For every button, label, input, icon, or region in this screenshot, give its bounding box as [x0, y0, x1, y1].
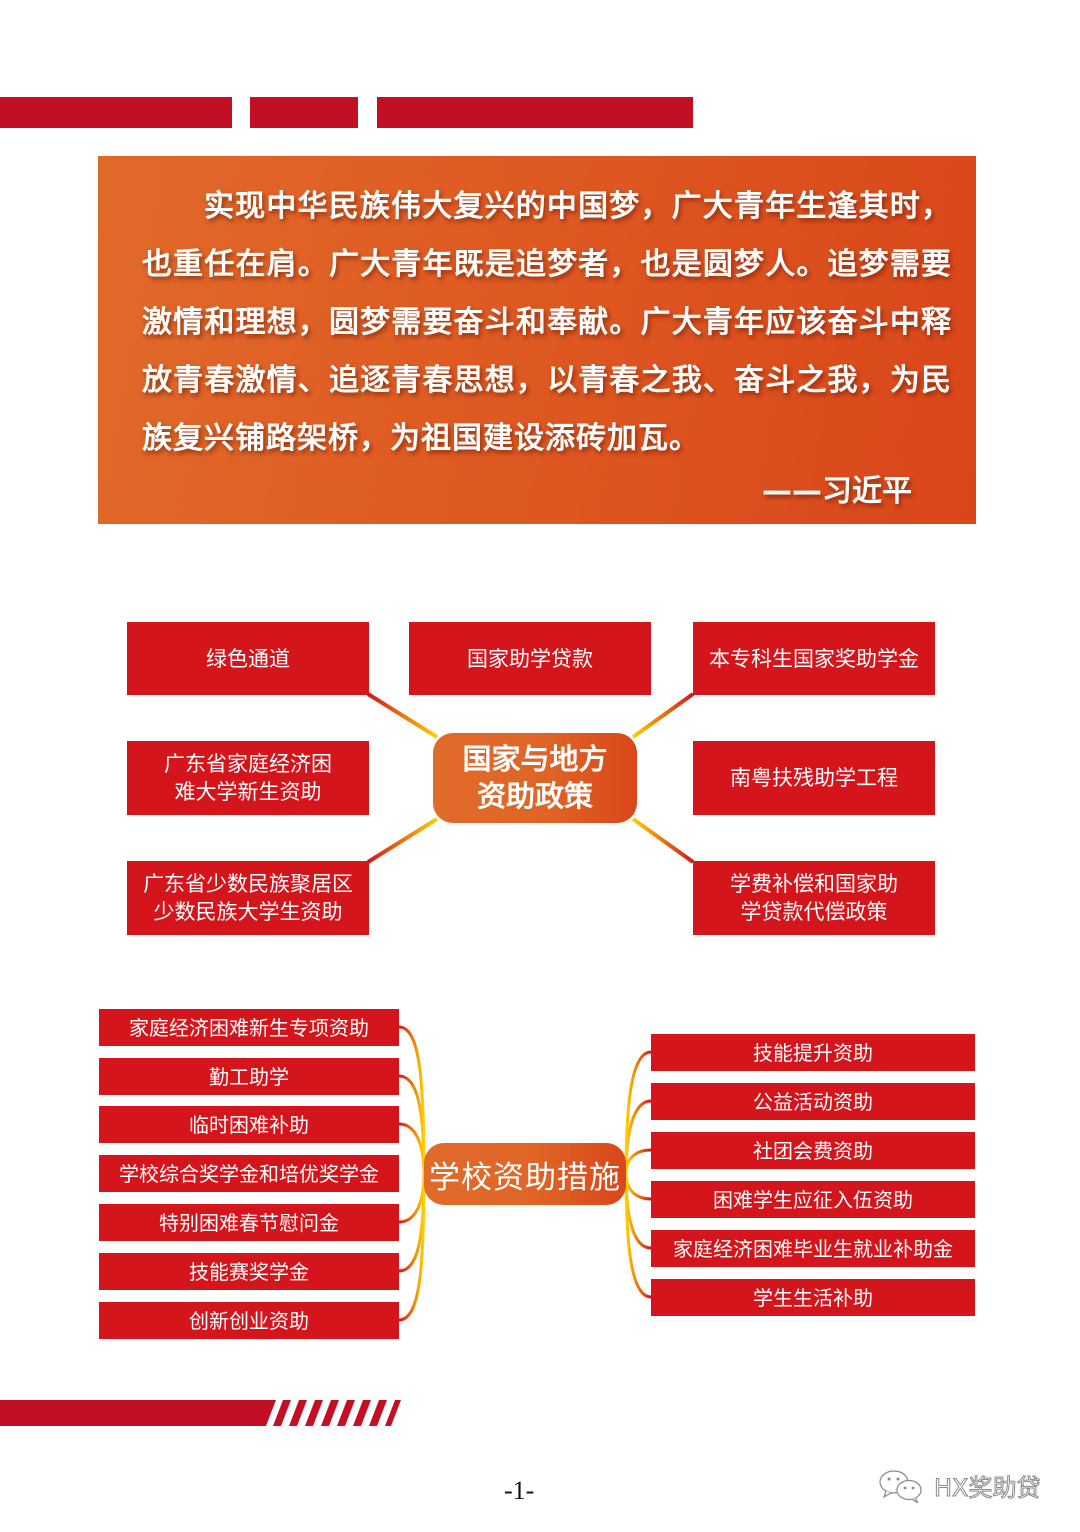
school-node-left: 家庭经济困难新生专项资助 — [99, 1009, 399, 1046]
watermark-text: HX奖助贷 — [934, 1474, 1041, 1503]
bottom-stripe-bar — [0, 1400, 401, 1426]
school-node-left: 创新创业资助 — [99, 1302, 399, 1339]
node-label: 困难学生应征入伍资助 — [713, 1187, 913, 1212]
node-label: 勤工助学 — [209, 1064, 289, 1089]
policy-node-nanyue-disability-aid: 南粤扶残助学工程 — [693, 741, 935, 815]
node-label: 本专科生国家奖助学金 — [709, 646, 919, 671]
node-label: 社团会费资助 — [753, 1138, 873, 1163]
node-label: 特别困难春节慰问金 — [159, 1210, 339, 1235]
node-label-line1: 学费补偿和国家助 — [730, 872, 898, 896]
quote-box: 实现中华民族伟大复兴的中国梦，广大青年生逢其时，也重任在肩。广大青年既是追梦者，… — [98, 156, 976, 524]
wechat-icon — [879, 1469, 922, 1503]
node-label: 南粤扶残助学工程 — [730, 766, 898, 790]
node-label: 学生生活补助 — [753, 1285, 873, 1310]
node-label: 创新创业资助 — [189, 1308, 309, 1333]
node-label: 技能赛奖学金 — [189, 1259, 309, 1284]
school-node-right: 社团会费资助 — [651, 1132, 975, 1169]
node-label-line2: 少数民族大学生资助 — [153, 900, 343, 924]
node-label: 公益活动资助 — [753, 1089, 873, 1114]
school-node-right: 技能提升资助 — [651, 1034, 975, 1071]
node-label: 绿色通道 — [206, 646, 290, 671]
policy-node-ethnic-minority-aid: 广东省少数民族聚居区 少数民族大学生资助 — [127, 861, 369, 935]
node-label-line1: 广东省少数民族聚居区 — [143, 872, 353, 896]
node-label: 国家助学贷款 — [467, 646, 593, 671]
top-bar-1 — [0, 97, 232, 128]
school-node-left: 勤工助学 — [99, 1058, 399, 1095]
node-label-line2: 学贷款代偿政策 — [740, 900, 888, 924]
policy-node-national-scholarship: 本专科生国家奖助学金 — [693, 622, 935, 695]
national-policy-center: 国家与地方 资助政策 — [433, 733, 637, 823]
policy-node-tuition-compensation: 学费补偿和国家助 学贷款代偿政策 — [693, 861, 935, 935]
school-node-left: 学校综合奖学金和培优奖学金 — [99, 1155, 399, 1192]
school-node-left: 技能赛奖学金 — [99, 1253, 399, 1290]
quote-author: ——习近平 — [762, 474, 912, 509]
school-measures-center: 学校资助措施 — [424, 1143, 626, 1205]
node-label: 临时困难补助 — [189, 1112, 309, 1137]
top-bar-2 — [250, 97, 358, 128]
node-label-line2: 难大学新生资助 — [174, 780, 322, 804]
school-node-left: 特别困难春节慰问金 — [99, 1204, 399, 1241]
policy-node-green-channel: 绿色通道 — [127, 622, 369, 695]
node-label: 学校综合奖学金和培优奖学金 — [119, 1161, 379, 1186]
node-label: 家庭经济困难新生专项资助 — [129, 1015, 369, 1040]
school-node-right: 家庭经济困难毕业生就业补助金 — [651, 1230, 975, 1267]
center-line2: 资助政策 — [476, 779, 593, 813]
school-node-right: 困难学生应征入伍资助 — [651, 1181, 975, 1218]
page-number: -1- — [504, 1476, 535, 1505]
school-node-right: 公益活动资助 — [651, 1083, 975, 1120]
node-label: 技能提升资助 — [753, 1040, 873, 1065]
school-node-left: 临时困难补助 — [99, 1106, 399, 1143]
policy-node-guangdong-freshman-aid: 广东省家庭经济困 难大学新生资助 — [127, 741, 369, 815]
node-label: 家庭经济困难毕业生就业补助金 — [673, 1236, 953, 1261]
watermark: HX奖助贷 — [878, 1468, 1041, 1503]
center-label: 学校资助措施 — [429, 1159, 621, 1196]
policy-node-national-student-loan: 国家助学贷款 — [409, 622, 651, 695]
node-label-line1: 广东省家庭经济困 — [164, 752, 332, 776]
school-node-right: 学生生活补助 — [651, 1279, 975, 1316]
top-bar-3 — [377, 97, 693, 128]
center-line1: 国家与地方 — [462, 742, 608, 776]
quote-text: 实现中华民族伟大复兴的中国梦，广大青年生逢其时，也重任在肩。广大青年既是追梦者，… — [142, 189, 952, 456]
